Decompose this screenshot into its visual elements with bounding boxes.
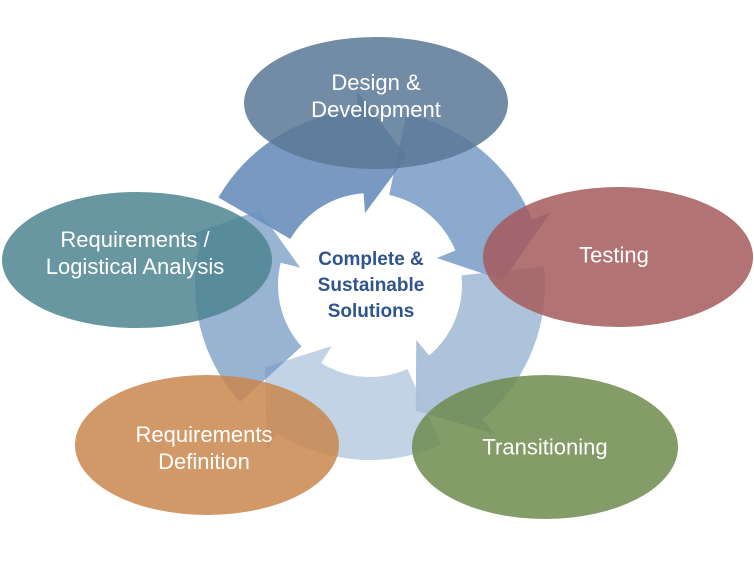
label-line: Requirements (135, 422, 273, 447)
label-line: Requirements / (60, 227, 210, 252)
cycle-arrow (415, 266, 545, 435)
center-line: Sustainable (317, 275, 425, 296)
label-design-development: Design & Development (311, 69, 441, 123)
center-line: Complete & (318, 249, 424, 270)
center-line: Solutions (327, 301, 415, 322)
label-requirements-definition: Requirements Definition (136, 421, 273, 475)
center-label: Complete & Sustainable Solutions (318, 247, 425, 325)
label-line: Logistical Analysis (45, 254, 225, 279)
label-testing: Testing (579, 242, 649, 269)
phase-ellipses (2, 37, 753, 519)
ellipse-requirements-definition (75, 375, 339, 515)
label-transitioning: Transitioning (482, 434, 607, 461)
label-line: Testing (579, 242, 649, 268)
label-line: Development (311, 97, 441, 122)
label-line: Transitioning (482, 434, 608, 460)
label-line: Design & (331, 70, 421, 95)
ellipse-transitioning (412, 375, 678, 519)
ellipse-testing (483, 187, 753, 327)
ellipse-design-development (244, 37, 508, 169)
label-line: Definition (158, 449, 250, 474)
label-requirements-logistical-analysis: Requirements / Logistical Analysis (46, 226, 225, 280)
ellipse-requirements-logistical-analysis (2, 192, 272, 328)
